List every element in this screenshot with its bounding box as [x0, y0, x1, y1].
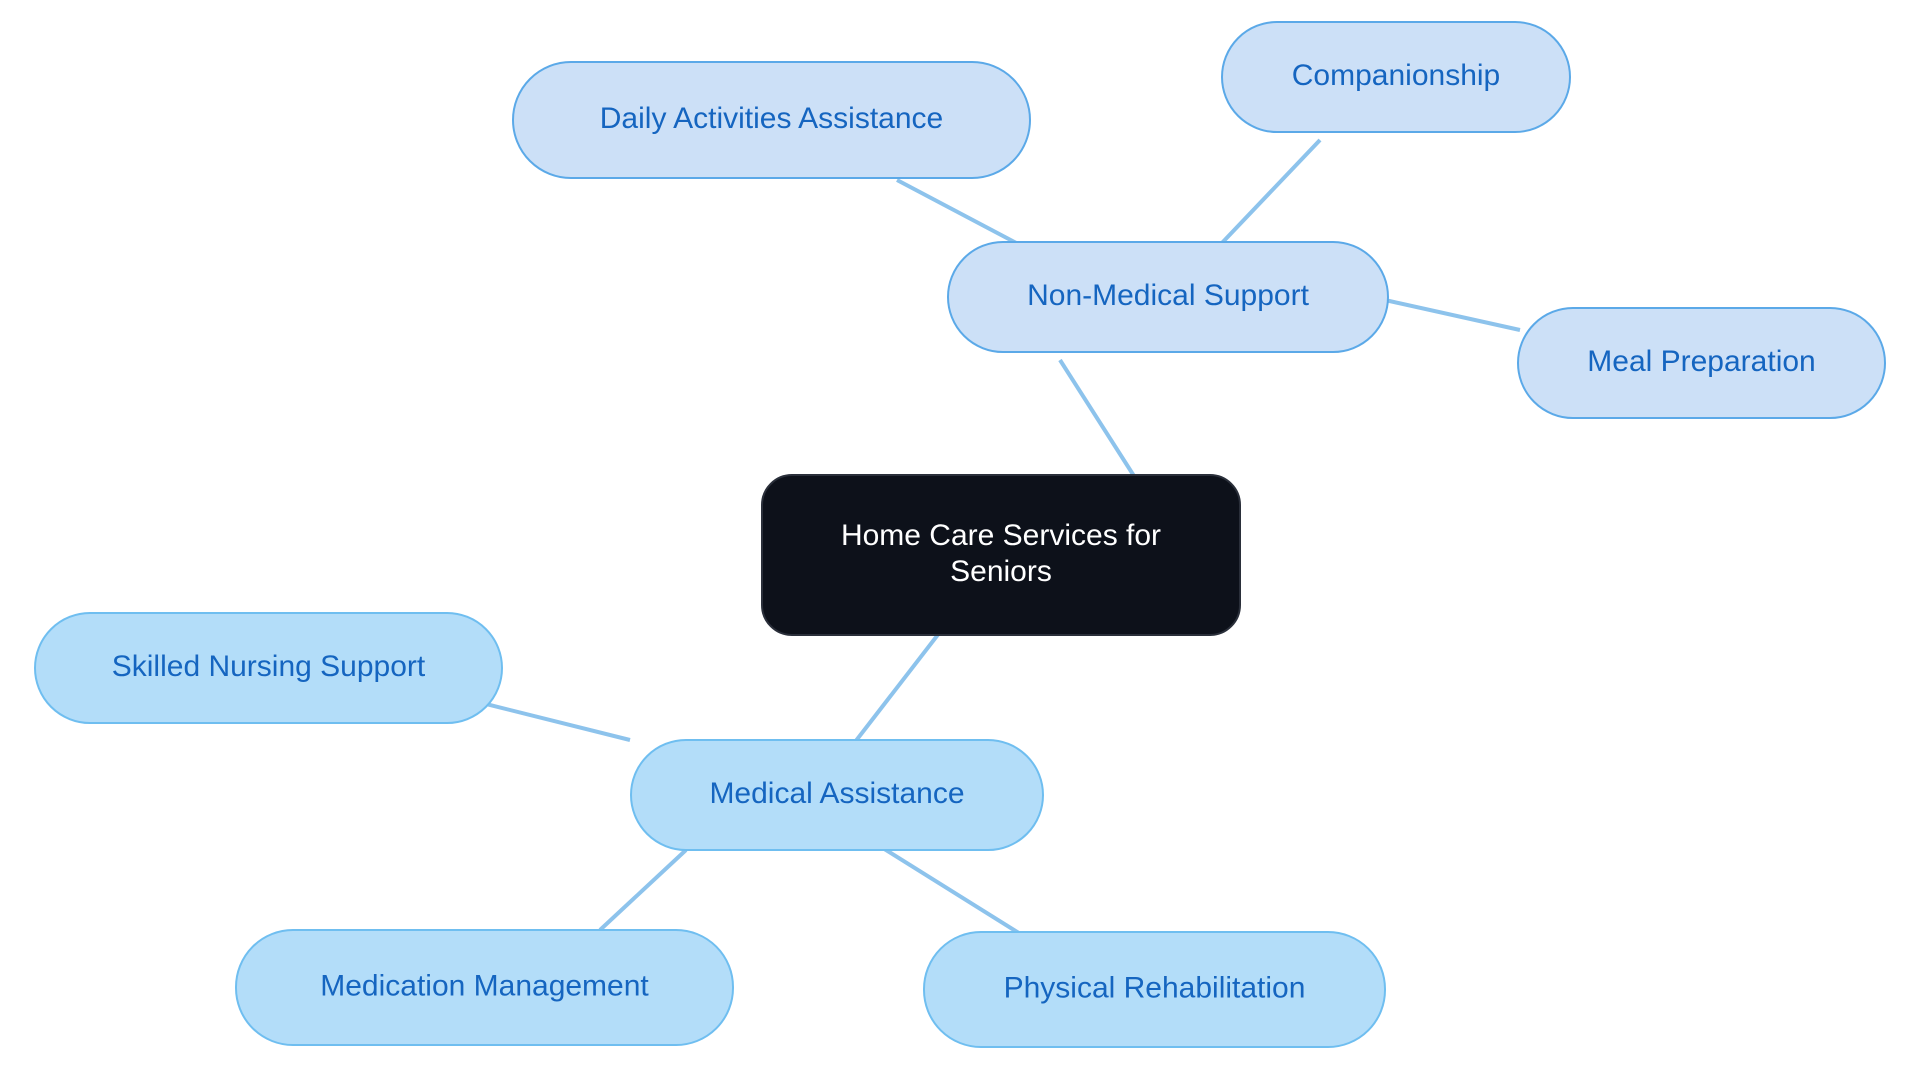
node-label-root: Home Care Services for [841, 519, 1161, 552]
node-shape-non-medical-support [947, 241, 1389, 353]
node-shape-physical-rehabilitation [923, 931, 1386, 1048]
node-shape-medication-management [235, 929, 734, 1046]
edge-medical-medication [598, 848, 688, 932]
node-layer: Daily Activities Assistance Companionship… [34, 21, 1886, 1048]
node-shape-medical-assistance [630, 739, 1044, 851]
node-shape-root [761, 474, 1241, 636]
node-meal-preparation[interactable]: Meal Preparation [1517, 307, 1886, 419]
node-label-companionship: Companionship [1292, 59, 1500, 92]
node-label-meal-preparation: Meal Preparation [1587, 345, 1815, 378]
edge-medical-skilled [469, 698, 631, 742]
node-shape-meal-preparation [1517, 307, 1886, 419]
node-physical-rehabilitation[interactable]: Physical Rehabilitation [923, 931, 1386, 1048]
node-daily-activities-assistance[interactable]: Daily Activities Assistance [512, 61, 1031, 179]
edge-nonmedical-daily [896, 178, 1021, 247]
node-label-root: Seniors [950, 555, 1052, 588]
node-skilled-nursing-support[interactable]: Skilled Nursing Support [34, 612, 503, 724]
node-label-daily-activities-assistance: Daily Activities Assistance [600, 102, 943, 135]
node-label-medical-assistance: Medical Assistance [709, 777, 964, 810]
node-shape-skilled-nursing-support [34, 612, 503, 724]
node-companionship[interactable]: Companionship [1221, 21, 1571, 133]
edge-nonmedical-companionship [1218, 138, 1322, 247]
node-label-physical-rehabilitation: Physical Rehabilitation [1004, 971, 1306, 1004]
node-medication-management[interactable]: Medication Management [235, 929, 734, 1046]
edge-root-nonmedical [1058, 358, 1136, 478]
node-label-medication-management: Medication Management [320, 969, 649, 1002]
edge-medical-physical [876, 843, 1024, 937]
node-non-medical-support[interactable]: Non-Medical Support [947, 241, 1389, 353]
node-shape-daily-activities-assistance [512, 61, 1031, 179]
edge-layer [469, 138, 1521, 937]
node-shape-companionship [1221, 21, 1571, 133]
node-medical-assistance[interactable]: Medical Assistance [630, 739, 1044, 851]
node-label-non-medical-support: Non-Medical Support [1027, 279, 1309, 312]
edge-root-medical [853, 630, 942, 744]
edge-nonmedical-meal [1384, 298, 1521, 332]
node-label-skilled-nursing-support: Skilled Nursing Support [112, 650, 426, 683]
